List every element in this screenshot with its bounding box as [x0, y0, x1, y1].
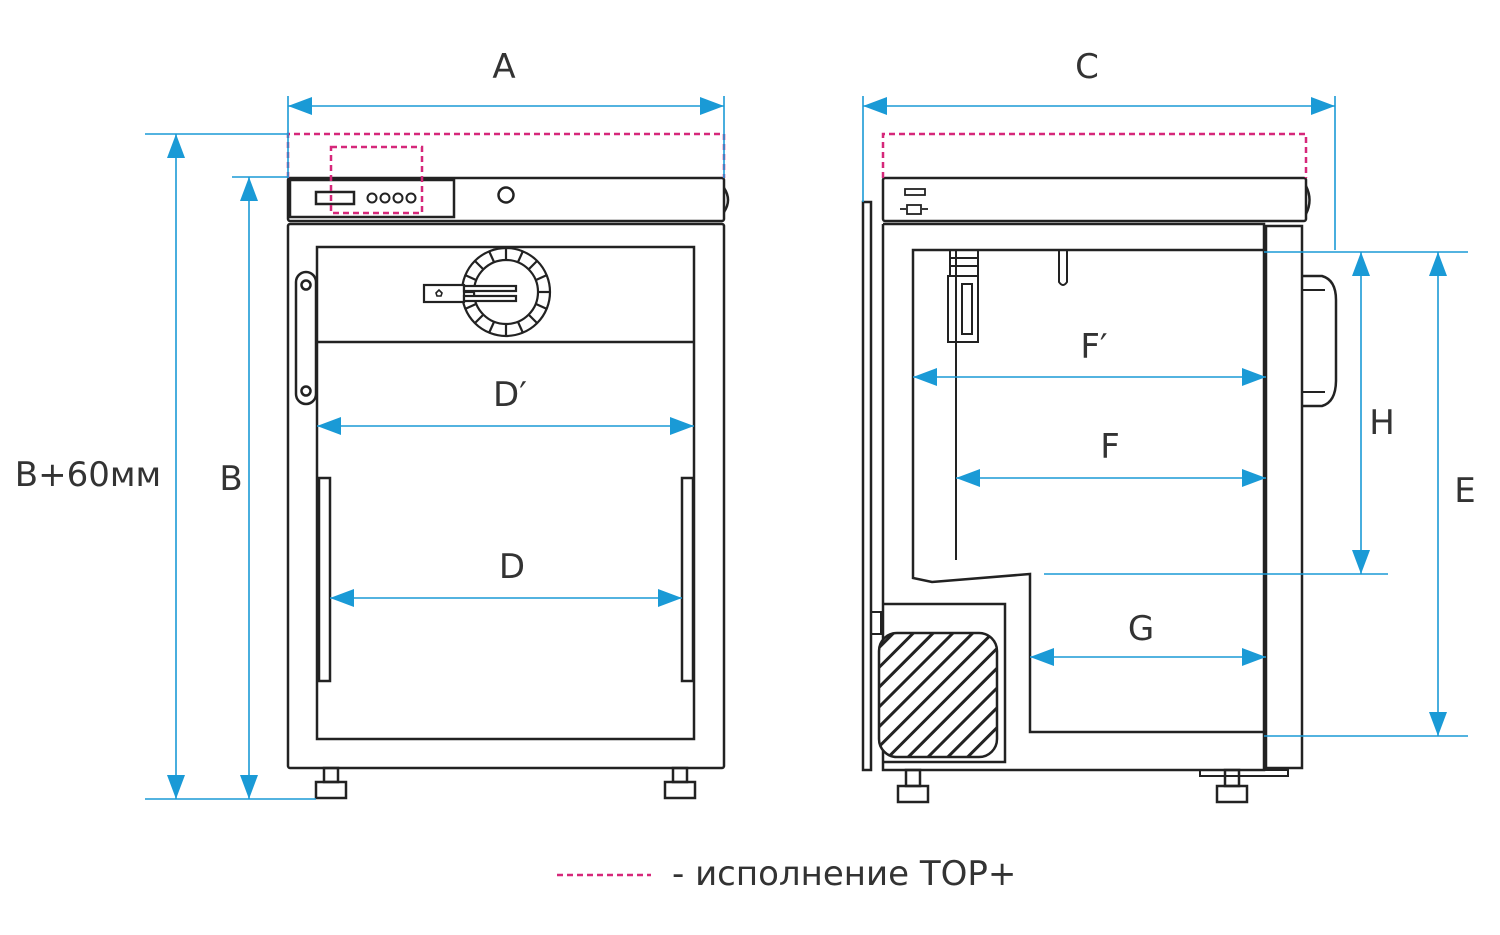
dim-F-prime-arrow-start [913, 368, 937, 386]
drain-hook [1058, 250, 1068, 286]
dim-G-arrow-start [1030, 648, 1054, 666]
label-F: F [1100, 427, 1120, 467]
compressor-compartment [883, 602, 1007, 764]
dimension-lines [145, 96, 1468, 800]
side-top-panel [881, 176, 1308, 223]
dim-B-arrow-end [240, 775, 258, 799]
dim-H-arrow-start [1352, 252, 1370, 276]
display-screen [314, 190, 356, 206]
evaporator-unit [947, 249, 979, 343]
side-view [861, 176, 1338, 804]
front-feet [314, 766, 697, 800]
rear-wall-plate [861, 200, 873, 772]
label-C: C [1075, 47, 1099, 87]
dim-C-arrow-start [863, 97, 887, 115]
legend: - исполнение TOP+ [557, 854, 1016, 894]
control-buttons [366, 192, 417, 204]
dim-B60-arrow-start [167, 134, 185, 158]
right-shelf-rail [680, 476, 695, 683]
dim-E-arrow-end [1429, 712, 1447, 736]
front-top-plus-panel [329, 145, 424, 215]
dim-D-prime-arrow-end [670, 417, 694, 435]
side-panel-connectors [900, 188, 928, 215]
dim-D-prime-arrow-start [317, 417, 341, 435]
dim-F-arrow-end [1242, 469, 1266, 487]
label-G: G [1128, 609, 1154, 649]
lock-knob [497, 186, 515, 204]
compressor-icon [877, 631, 999, 759]
label-H: H [1369, 403, 1395, 443]
side-handle [1302, 274, 1338, 408]
label-E: E [1454, 471, 1475, 511]
dim-B-arrow-start [240, 177, 258, 201]
side-feet [896, 768, 1289, 804]
label-B: B [219, 459, 242, 499]
dimension-labels: A C B+60мм B D′ D F′ F G H E [15, 47, 1476, 649]
front-top-panel [286, 176, 726, 223]
side-panel-nub [1304, 185, 1311, 215]
dim-B60-arrow-end [167, 775, 185, 799]
fan-icon [422, 246, 552, 338]
door-handle [294, 270, 318, 406]
top-plus-outlines [286, 132, 1308, 215]
control-display-panel [288, 178, 456, 219]
label-D: D [499, 547, 525, 587]
label-A: A [492, 47, 515, 87]
left-shelf-rail [317, 476, 332, 683]
label-F-prime: F′ [1080, 327, 1107, 367]
dim-D-arrow-start [330, 589, 354, 607]
door-glass-frame [315, 245, 696, 741]
label-B60: B+60мм [15, 455, 161, 495]
dim-F-prime-arrow-end [1242, 368, 1266, 386]
dim-H-arrow-end [1352, 550, 1370, 574]
dim-F-arrow-start [956, 469, 980, 487]
front-top-plus-outline [286, 132, 726, 178]
dim-A-arrow-start [288, 97, 312, 115]
label-D-prime: D′ [493, 375, 527, 415]
dim-D-arrow-end [658, 589, 682, 607]
dim-A-arrow-end [700, 97, 724, 115]
front-cabinet-body [286, 222, 726, 770]
side-door [1264, 224, 1304, 770]
dim-E-arrow-start [1429, 252, 1447, 276]
dim-C-arrow-end [1311, 97, 1335, 115]
front-view [286, 176, 730, 800]
dim-G-arrow-end [1242, 648, 1266, 666]
side-inner-wall [911, 248, 1264, 734]
side-top-plus-outline [881, 132, 1308, 178]
legend-label: - исполнение TOP+ [672, 854, 1016, 894]
front-panel-side-nub [722, 187, 730, 213]
